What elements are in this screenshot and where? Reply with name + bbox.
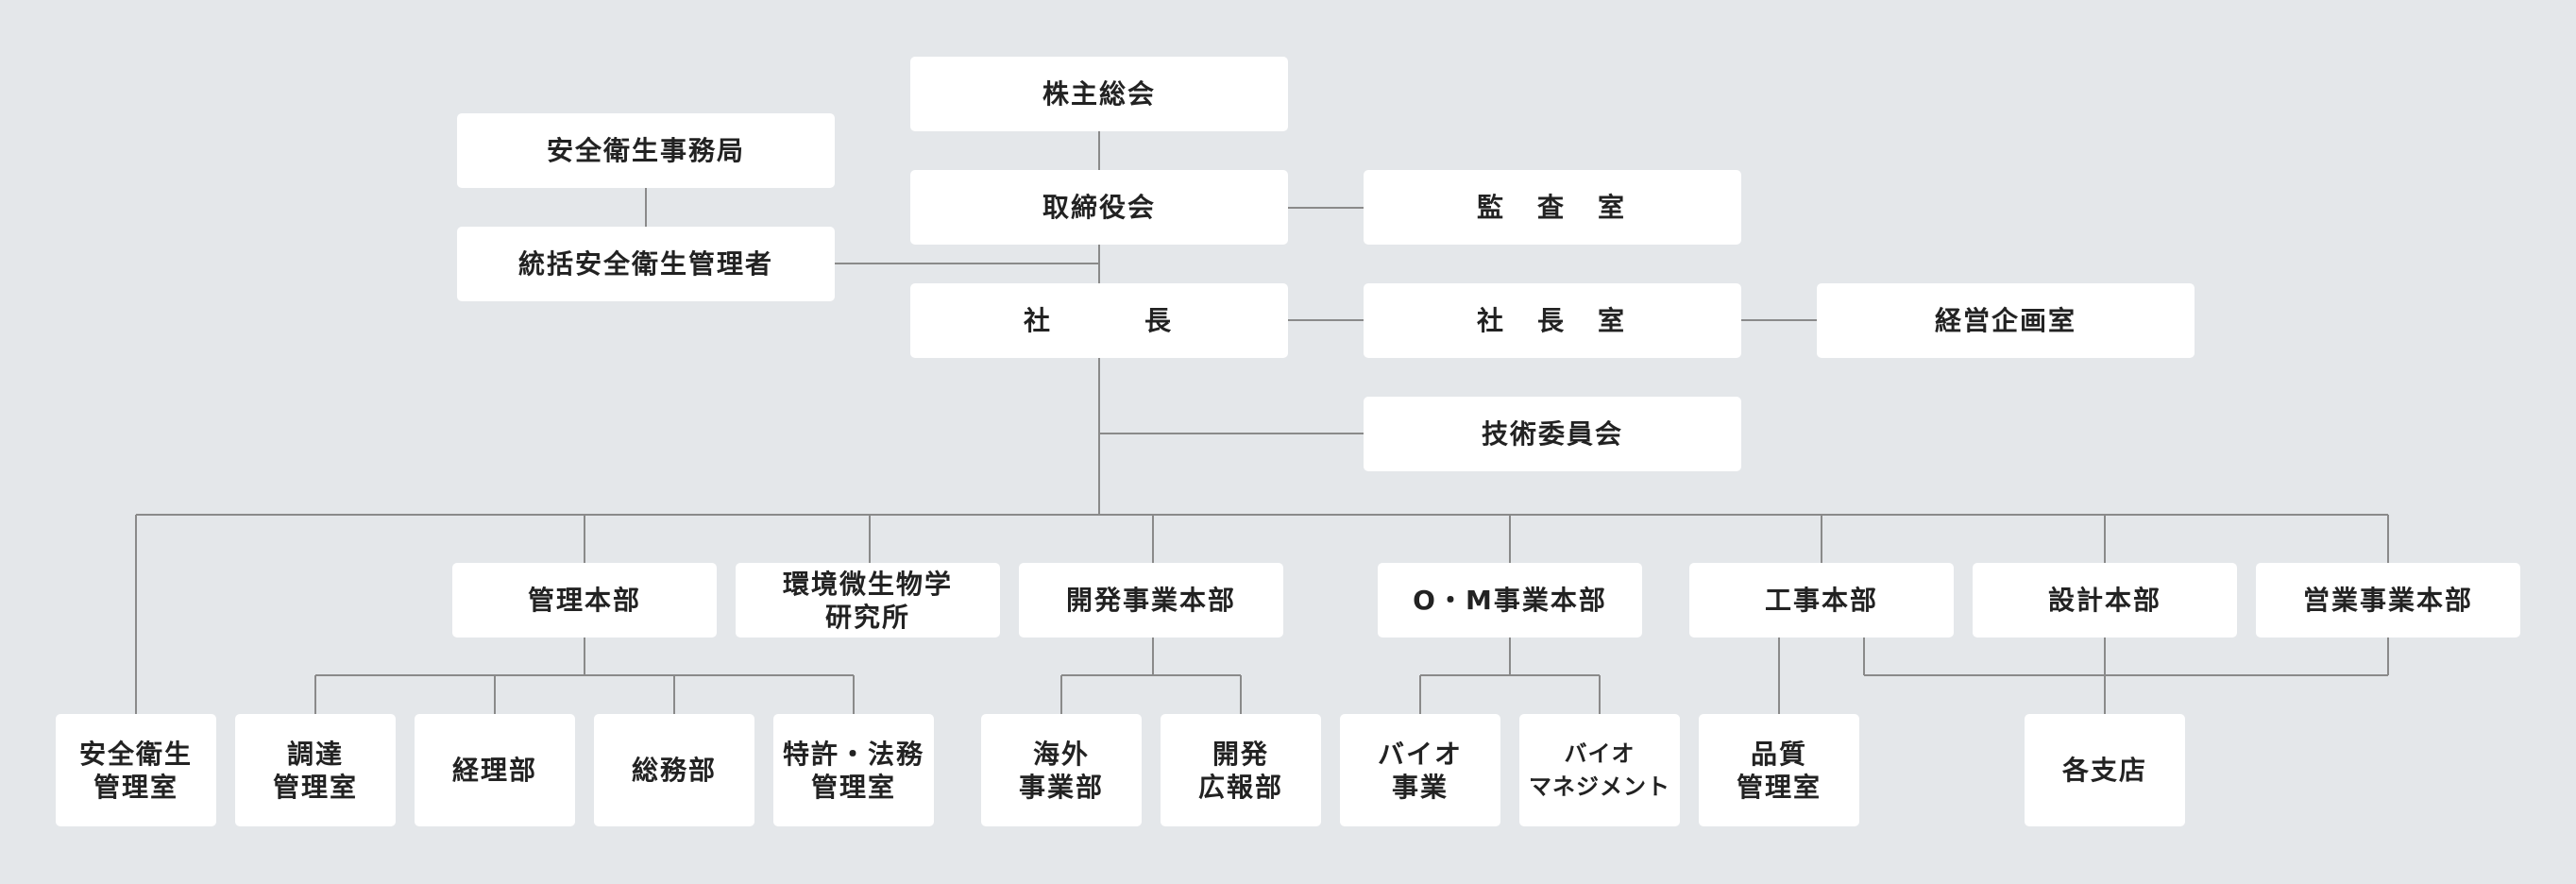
section-general-affairs-box: 総務部: [594, 714, 754, 826]
section-bio-management-box: バイオ マネジメント: [1519, 714, 1680, 826]
division-env-micro-box: 環境微生物学 研究所: [736, 563, 1000, 638]
section-patent-legal-box: 特許・法務 管理室: [773, 714, 934, 826]
management-planning-box: 経営企画室: [1817, 283, 2195, 358]
division-construction-box: 工事本部: [1689, 563, 1954, 638]
division-sales-box: 営業事業本部: [2256, 563, 2520, 638]
president-office-box: 社 長 室: [1364, 283, 1741, 358]
audit-office-box: 監 査 室: [1364, 170, 1741, 245]
section-procurement-box: 調達 管理室: [235, 714, 396, 826]
section-accounting-box: 経理部: [415, 714, 575, 826]
division-dev-business-box: 開発事業本部: [1019, 563, 1283, 638]
division-admin-box: 管理本部: [452, 563, 717, 638]
section-dev-pr-box: 開発 広報部: [1161, 714, 1321, 826]
president-box: 社 長: [910, 283, 1288, 358]
section-branches-box: 各支店: [2025, 714, 2185, 826]
division-om-business-box: O・M事業本部: [1378, 563, 1642, 638]
safety-secretariat-box: 安全衛生事務局: [457, 113, 835, 188]
section-quality-box: 品質 管理室: [1699, 714, 1859, 826]
tech-committee-box: 技術委員会: [1364, 397, 1741, 471]
division-design-box: 設計本部: [1973, 563, 2237, 638]
general-safety-manager-box: 統括安全衛生管理者: [457, 227, 835, 301]
section-safety-office-box: 安全衛生 管理室: [56, 714, 216, 826]
section-overseas-box: 海外 事業部: [981, 714, 1142, 826]
section-bio-business-box: バイオ 事業: [1340, 714, 1500, 826]
shareholders-meeting-box: 株主総会: [910, 57, 1288, 131]
board-of-directors-box: 取締役会: [910, 170, 1288, 245]
